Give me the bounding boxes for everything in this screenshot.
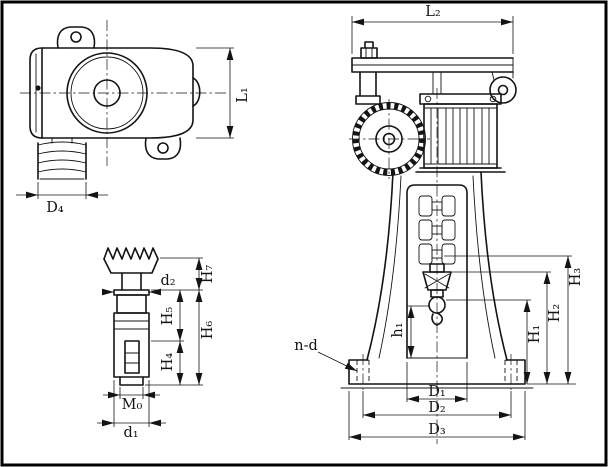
dim-label-D3: D₃ [428,422,446,438]
dim-label-H4: H₄ [160,353,176,372]
dim-label-L2: L₂ [425,4,440,20]
dim-label-D1: D₁ [428,384,445,400]
detail-dimensions: d₂ H₅ H₄ H₇ H₆ M₀ d₁ [97,257,216,441]
front-view-outline [340,41,534,389]
top-view-outline [29,26,201,180]
gear-teeth [352,102,426,176]
dim-label-H3: H₃ [568,268,584,287]
chain-links [418,195,456,265]
dim-label-n-d: n-d [294,338,318,354]
dim-label-D2: D₂ [428,400,445,416]
screw-detail-view: d₂ H₅ H₄ H₇ H₆ M₀ d₁ [97,247,216,441]
dim-label-d2: d₂ [160,273,175,289]
oil-plug-dot [35,85,41,91]
detail-outline [103,247,159,386]
top-view: L₁ D₄ [16,20,251,216]
top-view-centerlines [20,20,226,166]
dim-label-H1: H₁ [527,325,543,343]
dim-label-H2: H₂ [547,304,563,322]
top-view-dimensions: L₁ D₄ [16,47,251,216]
dim-label-h1: h₁ [390,322,406,337]
dim-label-D4: D₄ [46,200,64,216]
dim-label-H6: H₆ [200,321,216,340]
dim-label-H7: H₇ [200,265,216,284]
front-view-dimensions: L₂ n-d h₁ H₁ H₂ H₃ D₁ D₂ D₃ [294,4,584,441]
dim-label-L1: L₁ [235,87,251,102]
dim-label-M0: M₀ [122,397,143,413]
flange-bolt-holes [356,360,518,384]
dim-label-d1: d₁ [123,425,138,441]
hook-assembly [422,263,452,326]
dim-label-H5: H₅ [160,307,176,326]
front-elevation-view: L₂ n-d h₁ H₁ H₂ H₃ D₁ D₂ D₃ [294,4,584,444]
